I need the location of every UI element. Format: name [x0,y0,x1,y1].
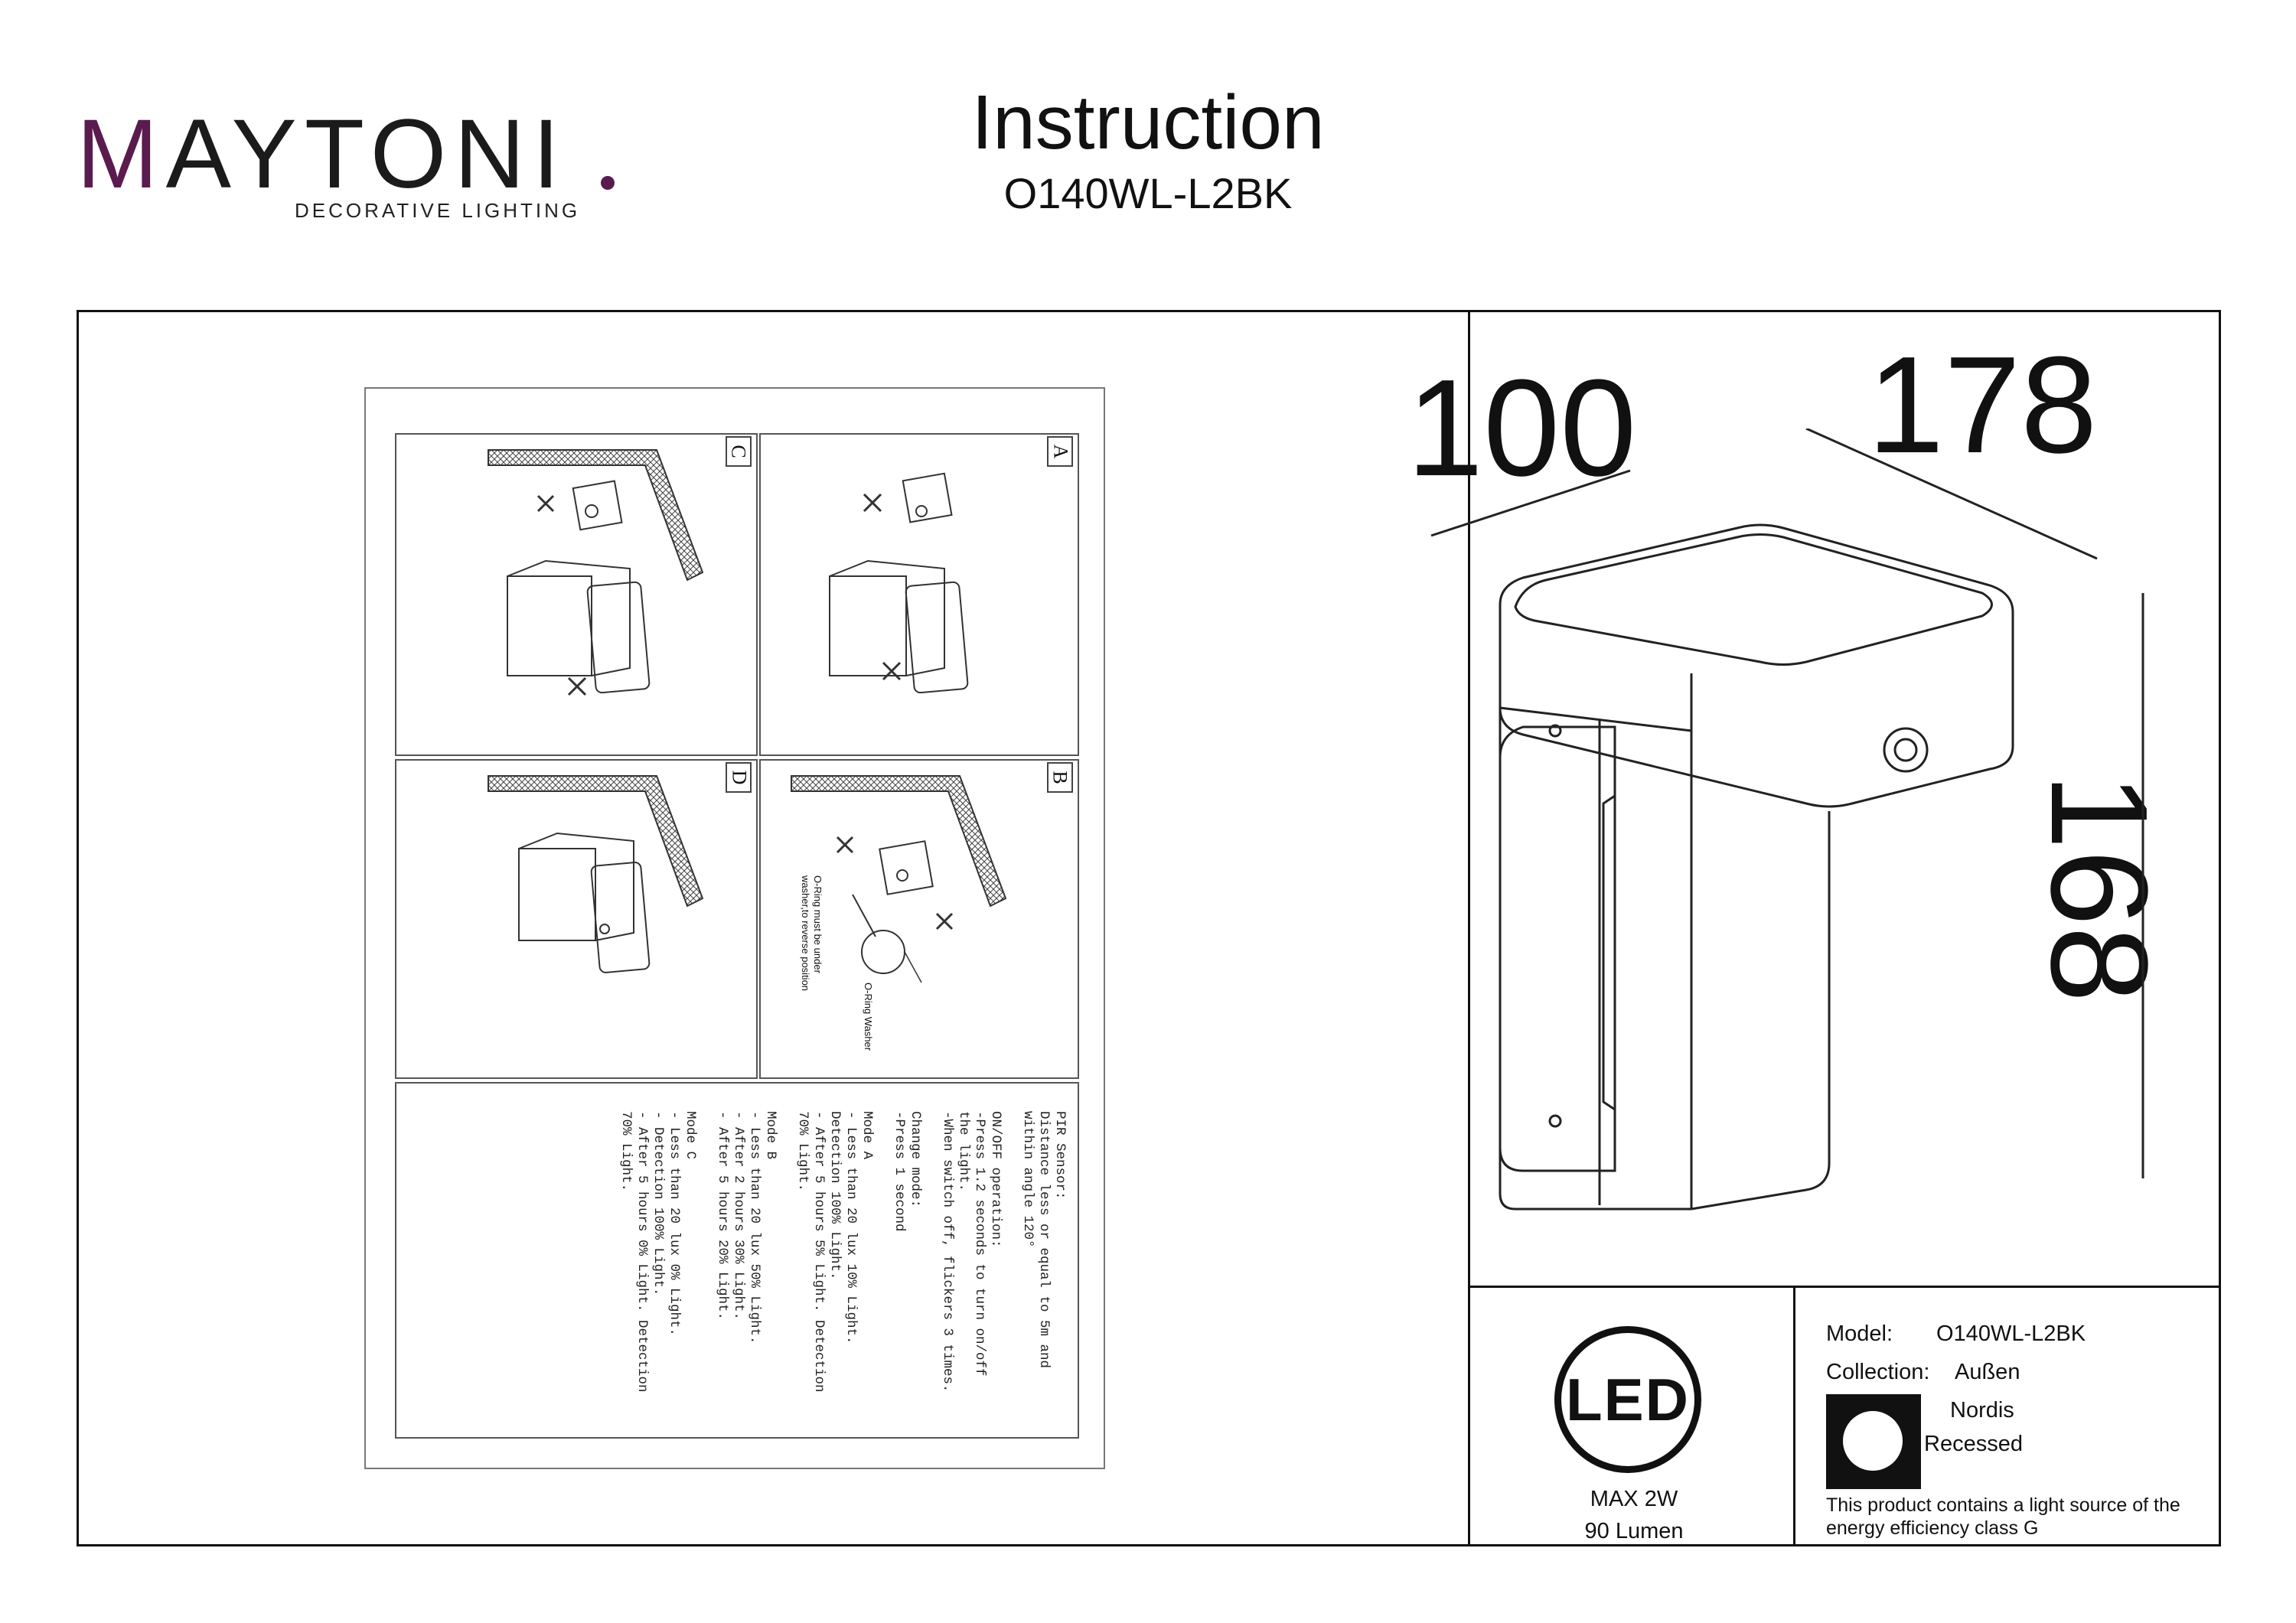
product-drawing [1430,429,2144,1211]
pir-line: - Less than 20 lux 50% Light. [747,1111,762,1344]
document-title: Instruction [971,80,1325,165]
pir-line: ON/OFF operation: [988,1111,1003,1248]
pir-line: the light. [956,1111,971,1192]
collection-value: Außen [1955,1360,2020,1384]
pir-line: -When switch off, flickers 3 times. [940,1111,955,1393]
pir-line: Distance less or equal to 5m and [1036,1111,1052,1369]
pir-line: Mode A [859,1111,875,1160]
pir-line: Mode B [763,1111,778,1160]
model-label: Model: [1826,1322,1893,1346]
step-b-illustration [791,775,1007,983]
pir-line: - After 2 hours 30% Light. [731,1111,746,1321]
pir-line [1003,1111,1019,1428]
dimension-depth: 100 [1407,351,1637,505]
pir-line: -Press 1 second [892,1111,907,1232]
pir-sensor-panel: PIR Sensor:Distance less or equal to 5m … [395,1082,1079,1439]
step-panel-a: A [759,433,1079,756]
pir-line: - Less than 20 lux 10% Light. [843,1111,859,1344]
pir-line: - Less than 20 lux 0% Light. [667,1111,682,1337]
pir-line [923,1111,939,1428]
oring-callout: O-Ring Washer [863,983,874,1051]
logo-wordmark: MAYTONI [77,99,568,209]
brand-logo: MAYTONI DECORATIVE LIGHTING [77,84,615,230]
frame-divider-vertical [1468,310,1470,1546]
pir-line: - Detection 100% Light. [651,1111,666,1296]
step-d-illustration [488,775,704,973]
led-icon: LED [1554,1326,1701,1473]
pir-line [778,1111,794,1428]
pir-line: - After 5 hours 0% Light. Detection [634,1111,650,1393]
pir-line: -Press 1.2 seconds to turn on/off [972,1111,987,1377]
step-panel-b: B O-Ring Washer O-Ring must be under was… [759,759,1079,1079]
mount-type-icon [1826,1394,1921,1489]
step-c-illustration [488,449,704,696]
logo-dot [601,176,615,190]
pir-line [875,1111,891,1428]
pir-line: Detection 100% Light. [827,1111,843,1280]
document-model: O140WL-L2BK [1003,169,1293,217]
frame-divider-horizontal [1468,1286,2221,1288]
step-label-a: A [1047,436,1073,467]
step-a-illustration [829,472,969,694]
pir-line: 70% Light. [795,1111,810,1192]
pir-text-rotated: PIR Sensor:Distance less or equal to 5m … [396,1084,1074,1428]
step-label-d: D [726,762,752,793]
step-panel-d: D [395,759,758,1079]
pir-line: - After 5 hours 20% Light. [715,1111,730,1321]
series-name: Nordis [1950,1398,2014,1423]
content-frame [77,310,2221,1546]
step-label-b: B [1047,762,1073,793]
pir-instructions: PIR Sensor:Distance less or equal to 5m … [618,1084,1074,1428]
pir-line: Change mode: [908,1111,923,1208]
pir-line [698,1111,714,1428]
step-panel-c: C [395,433,758,756]
oring-note: O-Ring must be under washer,to reverse p… [800,875,823,992]
power-rating: MAX 2W [1590,1487,1678,1511]
energy-class-note: This product contains a light source of … [1826,1494,2180,1539]
model-value: O140WL-L2BK [1936,1322,2086,1346]
logo-subtitle: DECORATIVE LIGHTING [295,199,581,222]
collection-label: Collection: [1826,1360,1930,1384]
mount-type: Recessed [1924,1432,2023,1456]
step-label-c: C [726,436,752,467]
dimension-width: 178 [1867,328,2098,482]
pir-line: 70% Light. [618,1111,634,1192]
lumen-rating: 90 Lumen [1584,1519,1684,1543]
pir-line: Mode C [683,1111,698,1160]
installation-sheet: C A [364,387,1105,1469]
pir-line: - After 5 hours 5% Light. Detection [811,1111,827,1393]
pir-line: PIR Sensor: [1052,1111,1068,1200]
pir-line: within angle 120° [1020,1111,1035,1248]
info-divider [1793,1286,1795,1546]
